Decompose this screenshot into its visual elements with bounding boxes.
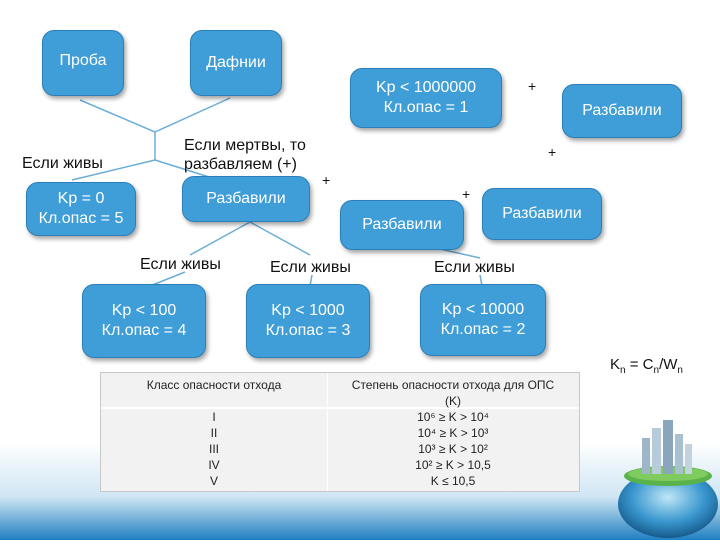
label-if-dead: Если мертвы, то разбавляем (+) [184,137,306,174]
formula-w-sub: n [677,365,683,376]
line-mid-alive-2 [249,221,311,256]
table-class-values: I II III IV V [208,410,220,488]
table-row-divider [101,407,579,409]
hazard-class-table: Класс опасности отхода Степень опасности… [100,372,580,492]
table-degree-values: 10⁶ ≥ K > 10⁴ 10⁴ ≥ K > 10³ 10³ ≥ K > 10… [415,410,491,488]
line-daphnia-junction [154,97,231,133]
label-if-alive-3: Если живы [434,259,515,276]
kp-100-box: Kр < 100 Кл.опас = 4 [82,284,206,358]
label-if-alive-2: Если живы [270,259,351,276]
plus-sign: + [462,186,471,202]
formula-k-sub: n [620,365,626,376]
razbavili-mid-box: Разбавили [182,176,310,222]
formula-eq: = C [625,356,654,373]
table-header-class: Класс опасности отхода [146,378,282,392]
label-if-alive-1: Если живы [140,256,221,273]
label-if-alive-left: Если живы [22,155,103,172]
proba-box: Проба [42,30,124,96]
formula-c-sub: n [653,365,660,376]
plus-sign: + [548,144,557,160]
line-proba-junction [79,99,156,133]
kp-zero-box: Kр = 0 Кл.опас = 5 [26,182,136,236]
line-to-alive-left [71,159,156,181]
razbavili-top-box: Разбавили [562,84,682,138]
formula-w: /W [659,356,678,373]
formula-k: K [610,356,621,373]
line-alive-kp100 [149,271,186,287]
formula: Kn = Cn/Wn [610,356,683,376]
line-mid-alive-1 [189,221,251,256]
kp-10000-box: Kр < 10000 Кл.опас = 2 [420,284,546,356]
kp-million-box: Kр < 1000000 Кл.опас = 1 [350,68,502,128]
plus-sign: + [322,172,331,188]
plus-sign: + [528,78,537,94]
table-header-degree: Степень опасности отхода для ОПС (K) [351,378,555,408]
razbavili-center-box: Разбавили [340,200,464,250]
globe-icon [612,408,720,540]
daphnia-box: Дафнии [190,30,282,96]
table-column-divider [327,373,328,491]
kp-1000-box: Kр < 1000 Кл.опас = 3 [246,284,370,358]
razbavili-right-box: Разбавили [482,188,602,240]
